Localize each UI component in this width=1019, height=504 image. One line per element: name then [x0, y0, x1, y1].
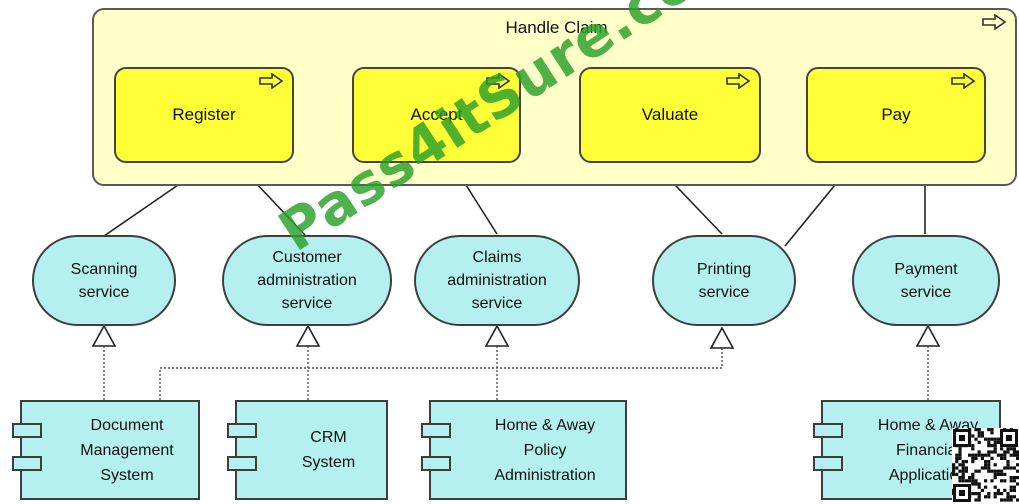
qr-code-icon [952, 428, 1019, 504]
component-icon [12, 423, 42, 438]
service-label: Printing service [697, 258, 751, 304]
service-scanning[interactable]: Scanning service [32, 235, 176, 326]
realization-dms-printing [159, 348, 723, 400]
component-label-line: System [100, 466, 154, 484]
process-arrow-icon [951, 73, 976, 89]
service-label-line: administration [257, 272, 357, 289]
service-label-line: administration [447, 272, 547, 289]
component-icon [421, 456, 451, 471]
component-icon [421, 423, 451, 438]
service-label: Scanning service [71, 258, 138, 304]
service-label: Claims administration service [447, 246, 547, 315]
process-step-register[interactable]: Register [114, 67, 294, 163]
component-label-line: System [301, 454, 356, 471]
service-label-line: service [900, 283, 952, 301]
realization-triangle-scanning [91, 324, 117, 347]
service-customer-admin[interactable]: Customer administration service [222, 235, 392, 326]
process-step-label: Register [172, 105, 236, 124]
process-arrow-icon [486, 73, 511, 89]
component-label-line: Financial [895, 441, 960, 459]
service-label-line: Claims [472, 249, 522, 266]
process-step-pay[interactable]: Pay [806, 67, 986, 163]
component-label-line: Home & Away [494, 416, 596, 434]
process-step-label: Pay [881, 105, 911, 124]
process-step-accept[interactable]: Accept [352, 67, 521, 163]
service-claims-admin[interactable]: Claims administration service [414, 235, 580, 326]
component-icon [813, 456, 843, 471]
component-label-line: Management [80, 441, 174, 459]
component-label: CRM System [277, 402, 380, 498]
process-step-label: Accept [410, 105, 463, 124]
service-label: Payment service [894, 258, 957, 304]
service-payment[interactable]: Payment service [852, 235, 1000, 326]
component-label-line: Document [90, 416, 164, 434]
service-printing[interactable]: Printing service [652, 235, 796, 326]
process-arrow-icon [726, 73, 751, 89]
process-arrow-icon [982, 14, 1007, 30]
service-label-line: service [698, 283, 750, 301]
service-label-line: Scanning [70, 260, 138, 278]
component-label-line: CRM [310, 429, 347, 446]
service-label-line: service [471, 295, 523, 312]
component-label-line: Application [888, 466, 968, 484]
service-label-line: Payment [894, 260, 958, 278]
service-label-line: Customer [272, 249, 342, 266]
service-label: Customer administration service [257, 246, 357, 315]
realization-triangle-printing [709, 326, 735, 349]
realization-triangle-claims [484, 324, 510, 347]
realization-triangle-customer [295, 324, 321, 347]
component-icon [227, 456, 257, 471]
process-step-label: Valuate [641, 105, 699, 124]
process-step-valuate[interactable]: Valuate [579, 67, 761, 163]
service-label-line: service [281, 295, 333, 312]
service-label-line: service [78, 283, 130, 301]
component-icon [813, 423, 843, 438]
realization-triangle-payment [915, 324, 941, 347]
component-icon [227, 423, 257, 438]
process-title: Handle Claim [505, 18, 608, 37]
component-label-line: Administration [494, 466, 596, 484]
service-label-line: Printing [696, 260, 752, 278]
component-crm[interactable]: CRM System [227, 400, 388, 500]
component-icon [12, 456, 42, 471]
process-arrow-icon [259, 73, 284, 89]
component-label-line: Policy [523, 441, 567, 459]
